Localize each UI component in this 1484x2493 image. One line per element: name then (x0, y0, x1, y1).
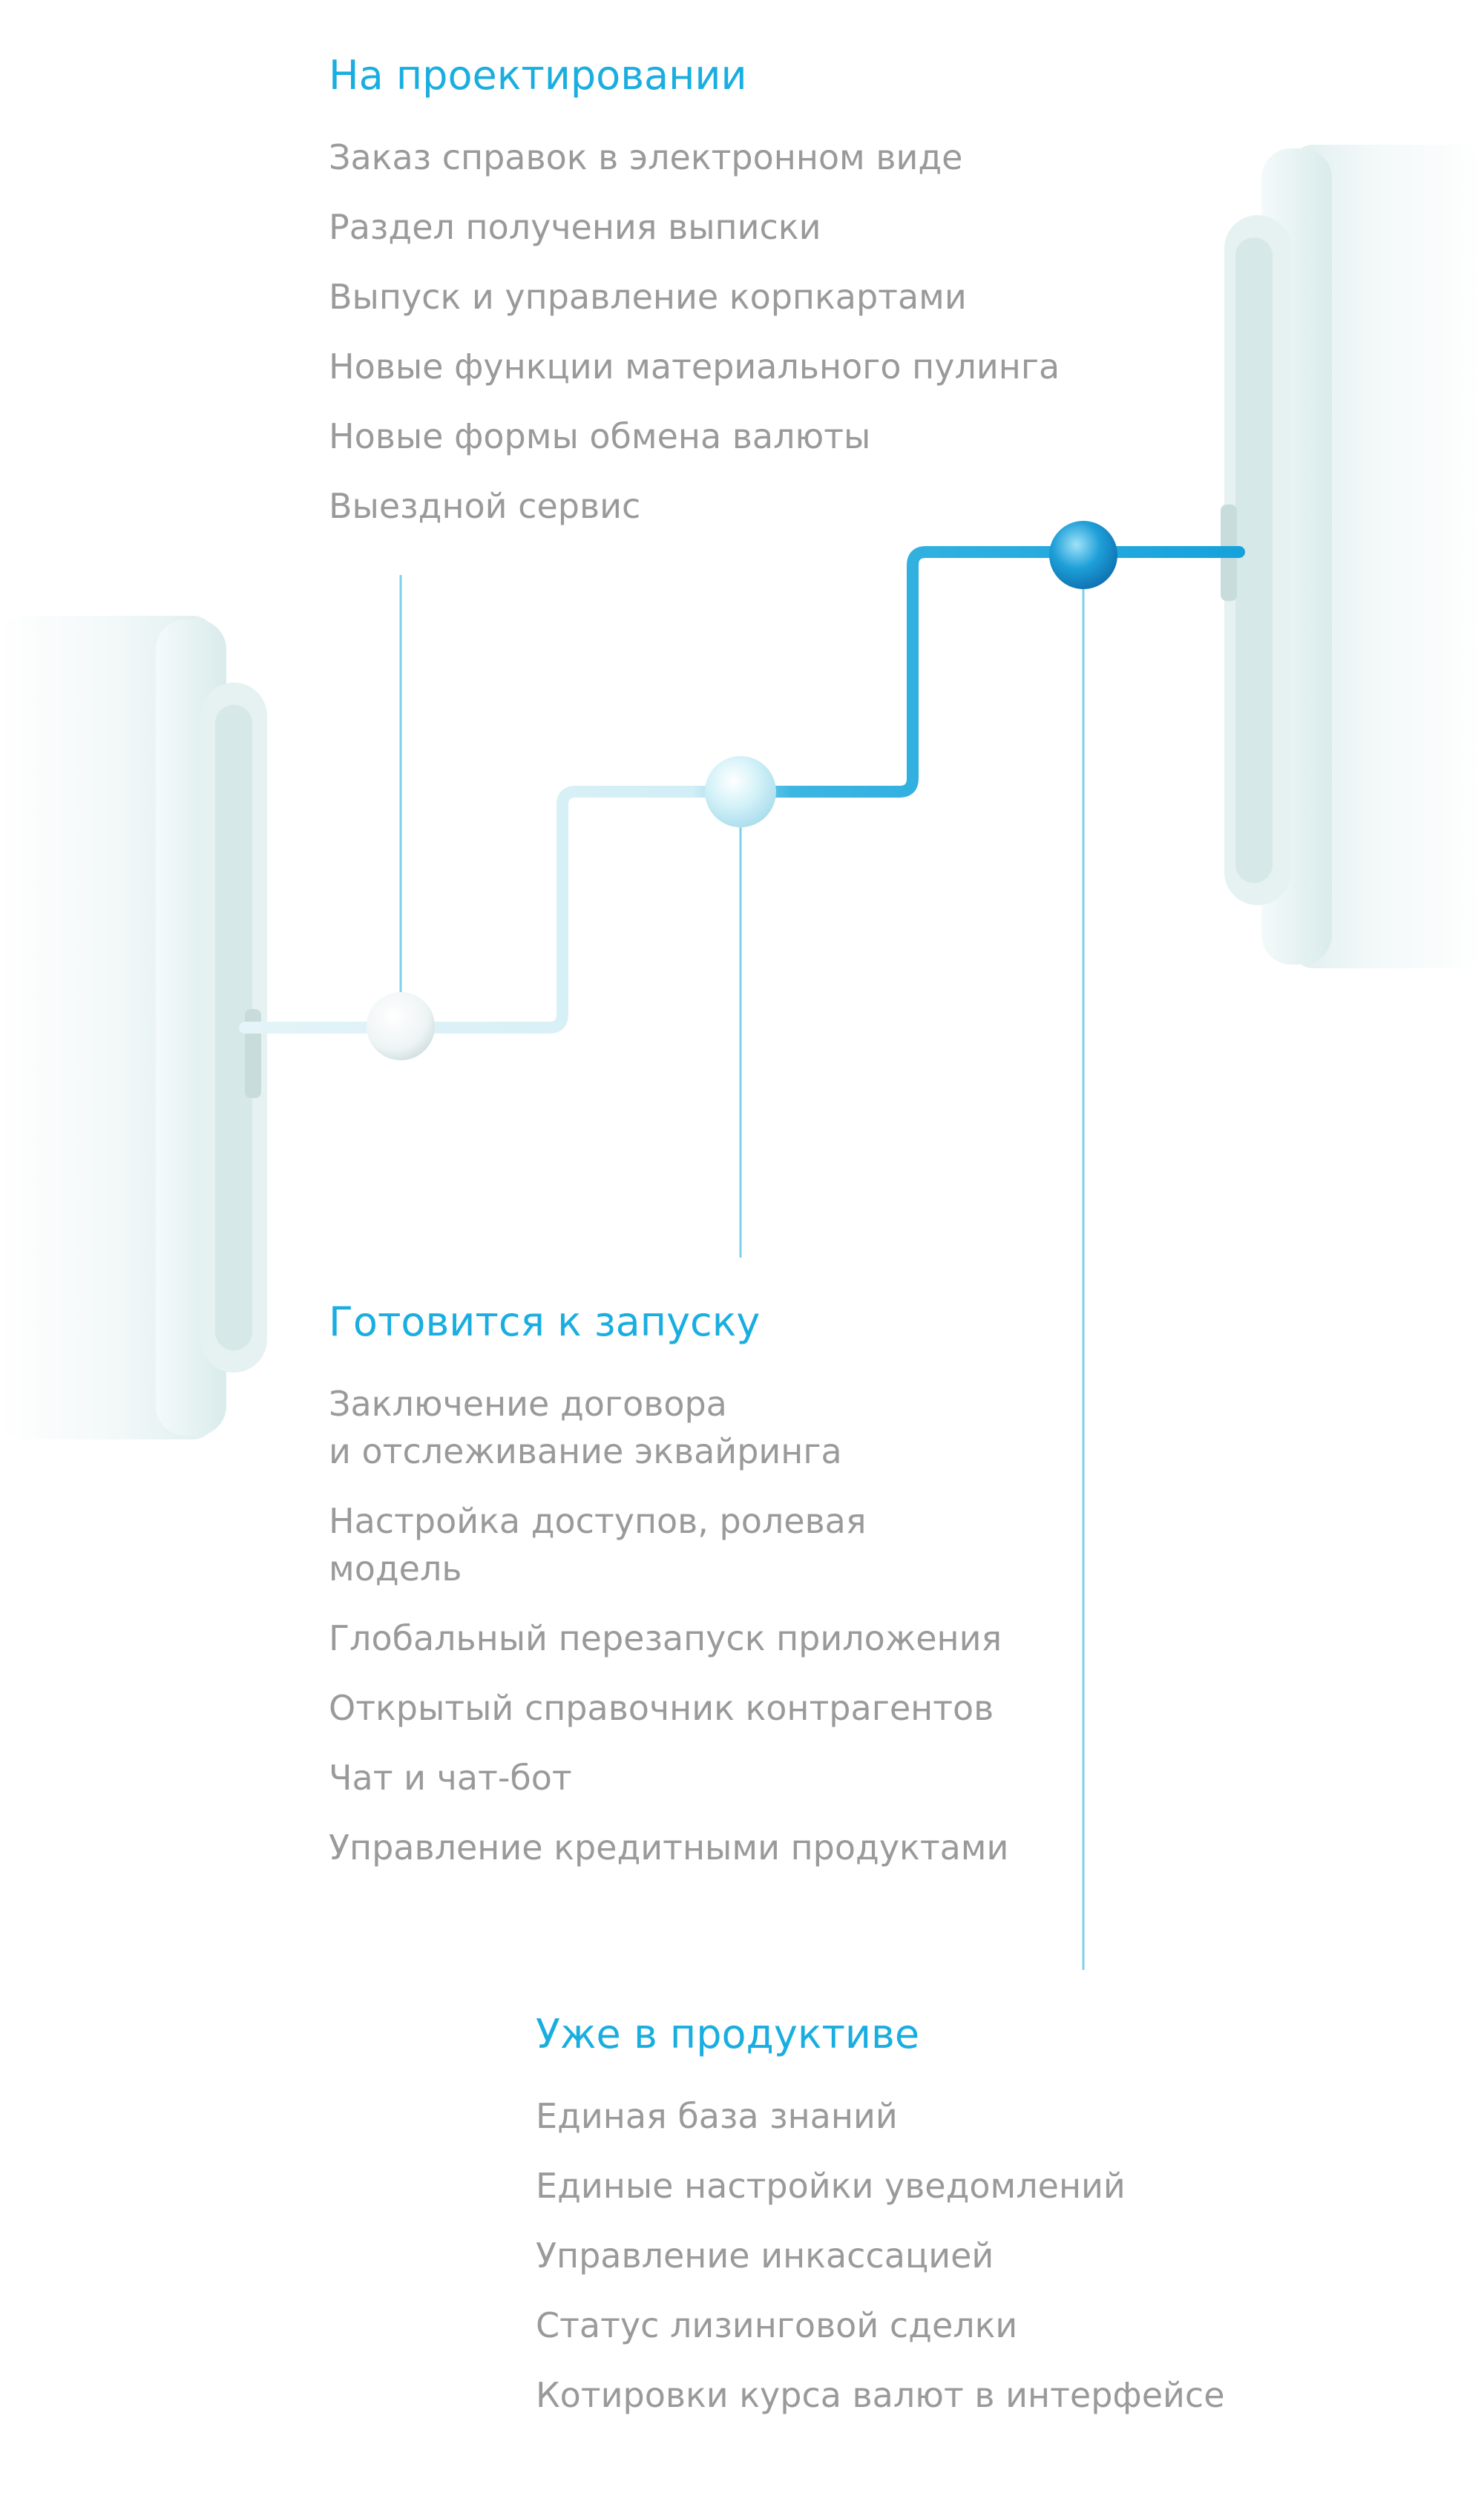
list-item: Котировки курса валют в интерфейсе (536, 2375, 1225, 2415)
list-item: Статус лизинговой сделки (536, 2305, 1018, 2345)
list-item: Заказ справок в электронном виде (329, 137, 963, 177)
list-item: Новые формы обмена валюты (329, 416, 871, 456)
list-item: Выездной сервис (329, 486, 641, 526)
section-production-list: Единая база знаний Единые настройки увед… (536, 2092, 1225, 2419)
right-cylinder (1221, 145, 1484, 968)
list-item: Раздел получения выписки (329, 207, 821, 247)
list-item: Единая база знаний (536, 2096, 898, 2136)
list-item: Единые настройки уведомлений (536, 2166, 1126, 2206)
section-launch-list: Заключение договора и отслеживание эквай… (329, 1380, 1008, 1871)
list-item: Управление кредитными продуктами (329, 1827, 1009, 1868)
list-item: Выпуск и управление корпкартами (329, 277, 967, 317)
list-item: Управление инкассацией (536, 2236, 994, 2276)
section-production-title: Уже в продуктиве (536, 2011, 920, 2057)
section-design-list: Заказ справок в электронном виде Раздел … (329, 134, 1060, 530)
section-production: Уже в продуктиве Единая база знаний Един… (536, 2011, 1225, 2441)
left-cylinder (0, 616, 267, 1439)
sphere-design (367, 992, 435, 1060)
list-item: Новые функции материального пулинга (329, 346, 1060, 387)
section-launch-title: Готовится к запуску (329, 1298, 761, 1345)
section-design-title: На проектировании (329, 52, 747, 99)
list-item: Глобальный перезапуск приложения (329, 1618, 1002, 1658)
sphere-production (1049, 521, 1117, 589)
list-item: Открытый справочник контрагентов (329, 1688, 994, 1728)
section-launch: Готовится к запуску Заключение договора … (329, 1298, 1008, 1893)
sphere-launch (705, 756, 776, 827)
list-item: Заключение договора и отслеживание эквай… (329, 1384, 842, 1471)
list-item: Чат и чат-бот (329, 1758, 572, 1798)
list-item: Настройка доступов, ролевая модель (329, 1501, 867, 1589)
section-design: На проектировании Заказ справок в электр… (329, 52, 1060, 552)
